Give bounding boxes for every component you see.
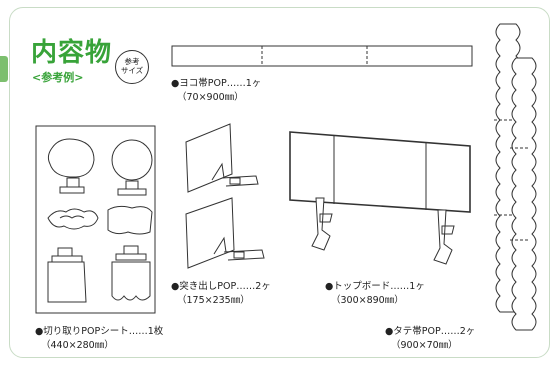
panel-tab-marker [0, 56, 8, 82]
yoko-pop-caption: ●ヨコ帯POP……1ヶ （70×900㎜） [171, 77, 261, 105]
yoko-pop-illustration [171, 45, 473, 67]
tsukidashi-pop-illustration [185, 123, 265, 269]
top-board-dim: （300×890㎜） [331, 295, 404, 306]
tate-pop-caption: ●タテ帯POP……2ヶ （900×70㎜） [385, 325, 475, 353]
kiritori-sheet-dim: （440×280㎜） [41, 340, 114, 351]
tate-pop-illustration [494, 23, 537, 331]
reference-size-badge: 参考 サイズ [115, 50, 149, 84]
ref-badge-line2: サイズ [120, 66, 144, 75]
section-title: 内容物 [31, 38, 113, 68]
tate-pop-dim: （900×70㎜） [391, 340, 458, 351]
kiritori-sheet-caption: ●切り取りPOPシート……1枚 （440×280㎜） [35, 325, 163, 353]
tate-pop-label: ●タテ帯POP……2ヶ [385, 326, 476, 337]
yoko-pop-label: ●ヨコ帯POP……1ヶ [171, 78, 262, 89]
top-board-caption: ●トップボード……1ヶ （300×890㎜） [325, 280, 425, 308]
kiritori-sheet-label: ●切り取りPOPシート……1枚 [35, 326, 164, 337]
top-board-illustration [289, 131, 471, 265]
tsukidashi-pop-label: ●突き出しPOP……2ヶ [171, 281, 271, 292]
section-subtitle: <参考例> [32, 71, 84, 84]
tsukidashi-pop-dim: （175×235㎜） [177, 295, 250, 306]
tsukidashi-pop-caption: ●突き出しPOP……2ヶ （175×235㎜） [171, 280, 271, 308]
kiritori-sheet-illustration [35, 125, 156, 314]
ref-badge-line1: 参考 [124, 57, 140, 67]
top-board-label: ●トップボード……1ヶ [325, 281, 425, 292]
yoko-pop-dim: （70×900㎜） [177, 92, 244, 103]
